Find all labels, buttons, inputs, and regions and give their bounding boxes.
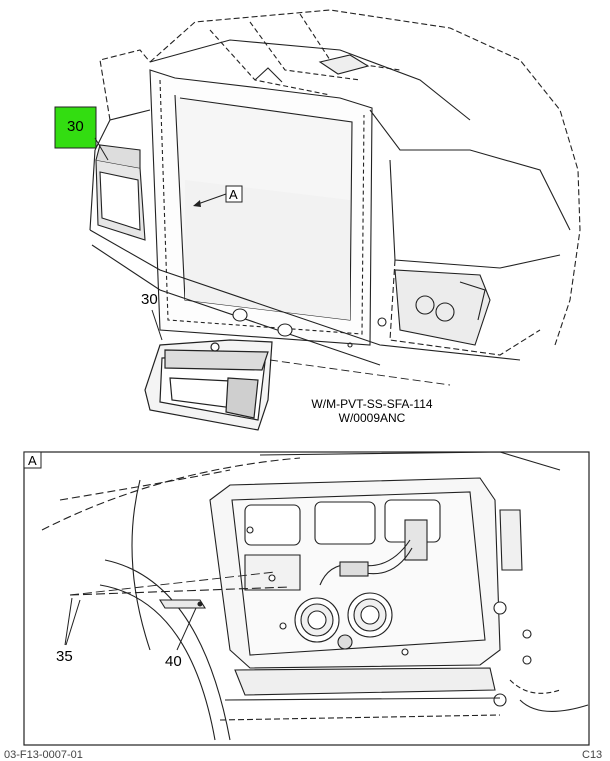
arrowhead-a bbox=[193, 200, 201, 207]
ref-code-line1: W/M-PVT-SS-SFA-114 bbox=[311, 397, 432, 411]
footer-left-code: 03-F13-0007-01 bbox=[4, 749, 83, 761]
footer-right-code: C13 bbox=[582, 749, 602, 761]
callout-30-highlight-box bbox=[54, 106, 97, 149]
leader-35a bbox=[64, 597, 73, 646]
callout-30-highlighted: 30 bbox=[67, 118, 84, 135]
detail-a-illustration bbox=[41, 451, 589, 741]
callout-35: 35 bbox=[56, 648, 73, 665]
detail-a-tag-box bbox=[23, 451, 42, 469]
callout-a-label: A bbox=[229, 187, 238, 202]
leader-40 bbox=[176, 607, 197, 651]
detail-a-tag: A bbox=[28, 453, 37, 468]
ref-code-line2: W/0009ANC bbox=[339, 411, 406, 425]
marker-lamp-exploded bbox=[144, 339, 451, 431]
leader-30-highlighted bbox=[94, 137, 109, 161]
leader-35b bbox=[65, 599, 81, 646]
leader-30-lower bbox=[151, 309, 163, 341]
truck-front-illustration bbox=[89, 9, 581, 366]
callout-30-lower: 30 bbox=[141, 291, 158, 308]
callout-40: 40 bbox=[165, 653, 182, 670]
